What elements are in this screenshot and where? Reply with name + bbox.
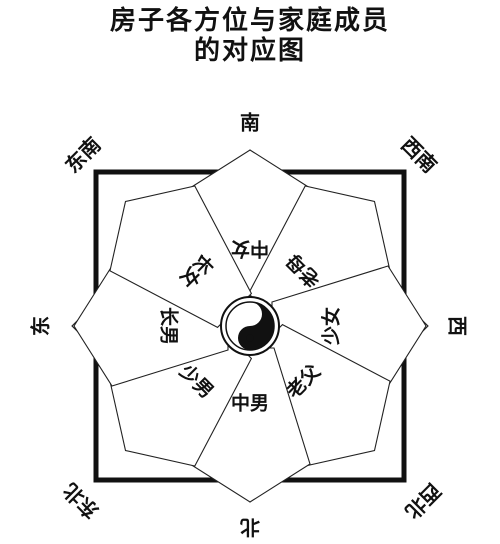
direction-label-east: 东	[29, 316, 53, 336]
direction-label-north: 北	[240, 516, 260, 540]
direction-label-northwest: 西北	[400, 478, 445, 523]
yin-yang-icon	[220, 296, 280, 356]
title-line-1: 房子各方位与家庭成员	[109, 6, 390, 36]
member-label-east: 长男	[158, 307, 180, 345]
petals	[73, 149, 427, 503]
direction-label-south: 南	[240, 111, 260, 135]
member-label-west: 少女	[320, 307, 343, 346]
title-line-2: 的对应图	[193, 36, 306, 66]
member-label-north: 中男	[231, 392, 269, 415]
direction-label-northeast: 东北	[58, 478, 103, 523]
direction-label-west: 西	[446, 316, 470, 336]
member-label-south: 中女	[231, 238, 269, 261]
diagram-title: 房子各方位与家庭成员 的对应图	[0, 6, 500, 66]
